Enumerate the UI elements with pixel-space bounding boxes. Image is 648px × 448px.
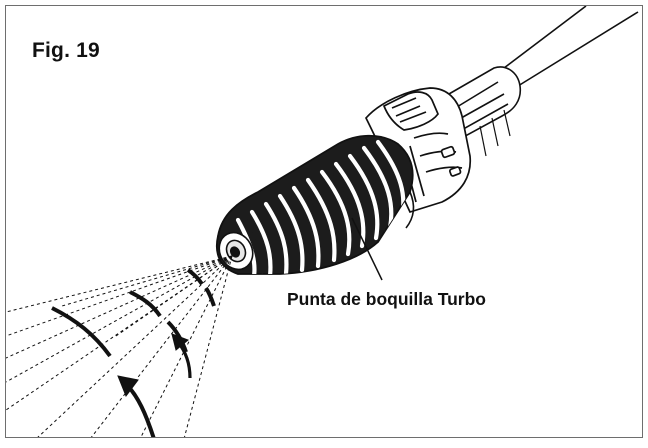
spray-fan [6,255,233,437]
figure-frame: Fig. 19 [5,5,643,438]
turbo-nozzle-cone [216,134,415,275]
callout-label: Punta de boquilla Turbo [287,289,486,309]
nozzle-illustration [6,6,639,437]
rotation-arrows [117,333,192,437]
callout-leader [351,217,383,281]
wand-hose [503,6,639,87]
rotation-arcs [51,268,216,358]
figure-label: Fig. 19 [32,39,100,62]
